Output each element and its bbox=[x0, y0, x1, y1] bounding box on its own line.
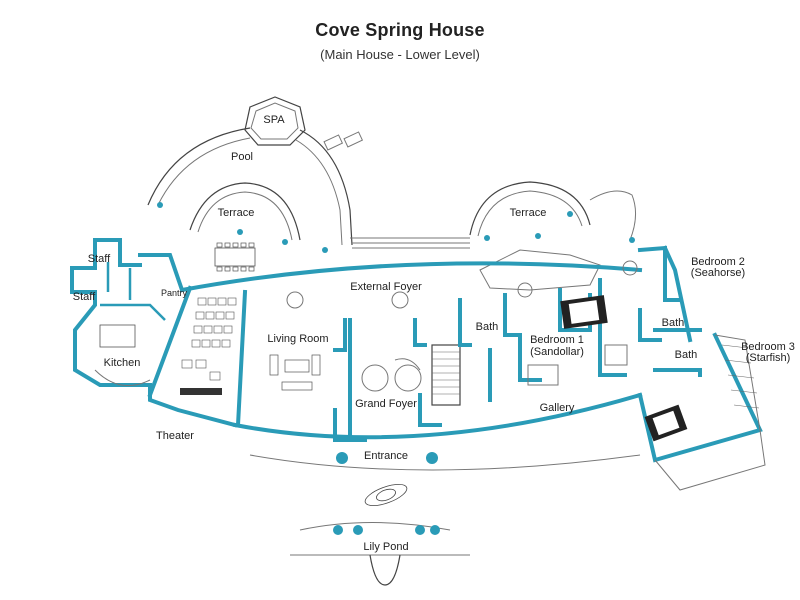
house-walls bbox=[70, 238, 766, 491]
label-staff-bottom: Staff bbox=[73, 291, 96, 303]
west-wing-wall bbox=[70, 238, 152, 387]
label-lily-pond: Lily Pond bbox=[363, 541, 408, 553]
foyer-east-wall bbox=[413, 318, 427, 347]
bed1-east-wall bbox=[598, 278, 627, 377]
bed2-west-wall bbox=[637, 245, 682, 302]
staff-top-wall bbox=[93, 238, 142, 267]
entrance-planter bbox=[336, 452, 348, 464]
kitchen-island bbox=[99, 324, 136, 348]
pool-edge-left bbox=[157, 137, 251, 206]
pool-area bbox=[147, 96, 636, 291]
label-bedroom2-sub: (Seahorse) bbox=[691, 267, 745, 279]
entrance-area bbox=[249, 452, 641, 507]
terrace-left-arc-inner bbox=[197, 191, 293, 241]
bed3-deck bbox=[654, 429, 766, 491]
terrace-right-arc-inner bbox=[477, 190, 583, 237]
theater-seating bbox=[181, 297, 237, 381]
label-terrace-left: Terrace bbox=[218, 207, 255, 219]
beds bbox=[560, 295, 688, 442]
spa-inner bbox=[250, 102, 299, 140]
label-pool: Pool bbox=[231, 151, 253, 163]
staircase bbox=[431, 344, 461, 406]
label-spa: SPA bbox=[263, 114, 285, 126]
label-terrace-right: Terrace bbox=[510, 207, 547, 219]
bed1-shower bbox=[604, 344, 628, 366]
theater-west bbox=[147, 285, 193, 398]
label-staff-top: Staff bbox=[88, 253, 111, 265]
plan-subtitle: (Main House - Lower Level) bbox=[320, 47, 480, 62]
bath-west-wall bbox=[458, 298, 472, 347]
label-bath-right-bottom: Bath bbox=[675, 349, 698, 361]
column-dot bbox=[237, 229, 243, 235]
drive-arc bbox=[249, 454, 641, 471]
living-east-wall bbox=[333, 318, 347, 352]
bath-east-wall bbox=[503, 293, 522, 337]
terrace-left-arc bbox=[189, 182, 301, 241]
bed1-west-wall bbox=[518, 333, 542, 382]
terrace-right-arc bbox=[469, 181, 591, 236]
label-bath-right-top: Bath bbox=[662, 317, 685, 329]
kitchen-fixtures bbox=[94, 324, 151, 387]
bath-right-wall bbox=[638, 308, 662, 342]
bath-bottom bbox=[653, 368, 702, 377]
label-bedroom3: Bedroom 3 bbox=[741, 341, 795, 353]
label-kitchen: Kitchen bbox=[104, 357, 141, 369]
pond-top bbox=[299, 522, 451, 531]
door-swings bbox=[286, 260, 638, 392]
stair-curve bbox=[394, 358, 421, 371]
label-bedroom3-sub: (Starfish) bbox=[746, 352, 791, 364]
label-external-foyer: External Foyer bbox=[350, 281, 422, 293]
column-dot bbox=[282, 239, 288, 245]
pond-bowl bbox=[369, 554, 401, 586]
label-theater: Theater bbox=[156, 430, 194, 442]
south-wall bbox=[232, 392, 643, 440]
label-bedroom1-sub: (Sandollar) bbox=[530, 346, 584, 358]
dining-table bbox=[214, 247, 256, 267]
lounger-2 bbox=[343, 131, 364, 148]
bed3-walls bbox=[637, 332, 763, 463]
grand-foyer-sw bbox=[333, 408, 367, 442]
terrace-right-ledge bbox=[589, 190, 636, 241]
bed2-outer bbox=[662, 245, 693, 343]
kitchen-counter bbox=[94, 369, 151, 387]
column-dot bbox=[157, 202, 163, 208]
column-dot bbox=[484, 235, 490, 241]
column-dot bbox=[535, 233, 541, 239]
label-bedroom2: Bedroom 2 bbox=[691, 256, 745, 268]
label-grand-foyer: Grand Foyer bbox=[355, 398, 417, 410]
pantry-wall bbox=[138, 253, 185, 293]
terrace-right-deck bbox=[479, 249, 601, 291]
label-gallery: Gallery bbox=[540, 402, 575, 414]
bed3-stair-rail bbox=[714, 334, 761, 431]
column-dot bbox=[322, 247, 328, 253]
car-icon bbox=[364, 483, 408, 507]
living-room-furniture bbox=[269, 354, 321, 391]
bed1-tub bbox=[527, 364, 559, 386]
label-pantry: Pantry bbox=[161, 288, 188, 298]
theater-screen bbox=[180, 388, 222, 395]
entrance-planter bbox=[426, 452, 438, 464]
lounger-1 bbox=[323, 134, 344, 151]
label-living-room: Living Room bbox=[267, 333, 328, 345]
north-wall bbox=[179, 261, 643, 293]
lily-pond bbox=[290, 522, 470, 586]
label-bath-center: Bath bbox=[476, 321, 499, 333]
plan-title: Cove Spring House bbox=[315, 20, 485, 40]
label-bedroom1: Bedroom 1 bbox=[530, 334, 584, 346]
pool-edge-right bbox=[295, 139, 343, 246]
theater-east bbox=[235, 289, 248, 428]
column-dot bbox=[629, 237, 635, 243]
grand-foyer-se bbox=[418, 393, 442, 427]
spa-outline bbox=[244, 96, 306, 146]
pool-outer-left bbox=[147, 127, 251, 206]
pool-outer-right bbox=[299, 129, 353, 246]
kitchen-top bbox=[100, 303, 166, 321]
column-dot bbox=[567, 211, 573, 217]
label-entrance: Entrance bbox=[364, 450, 408, 462]
